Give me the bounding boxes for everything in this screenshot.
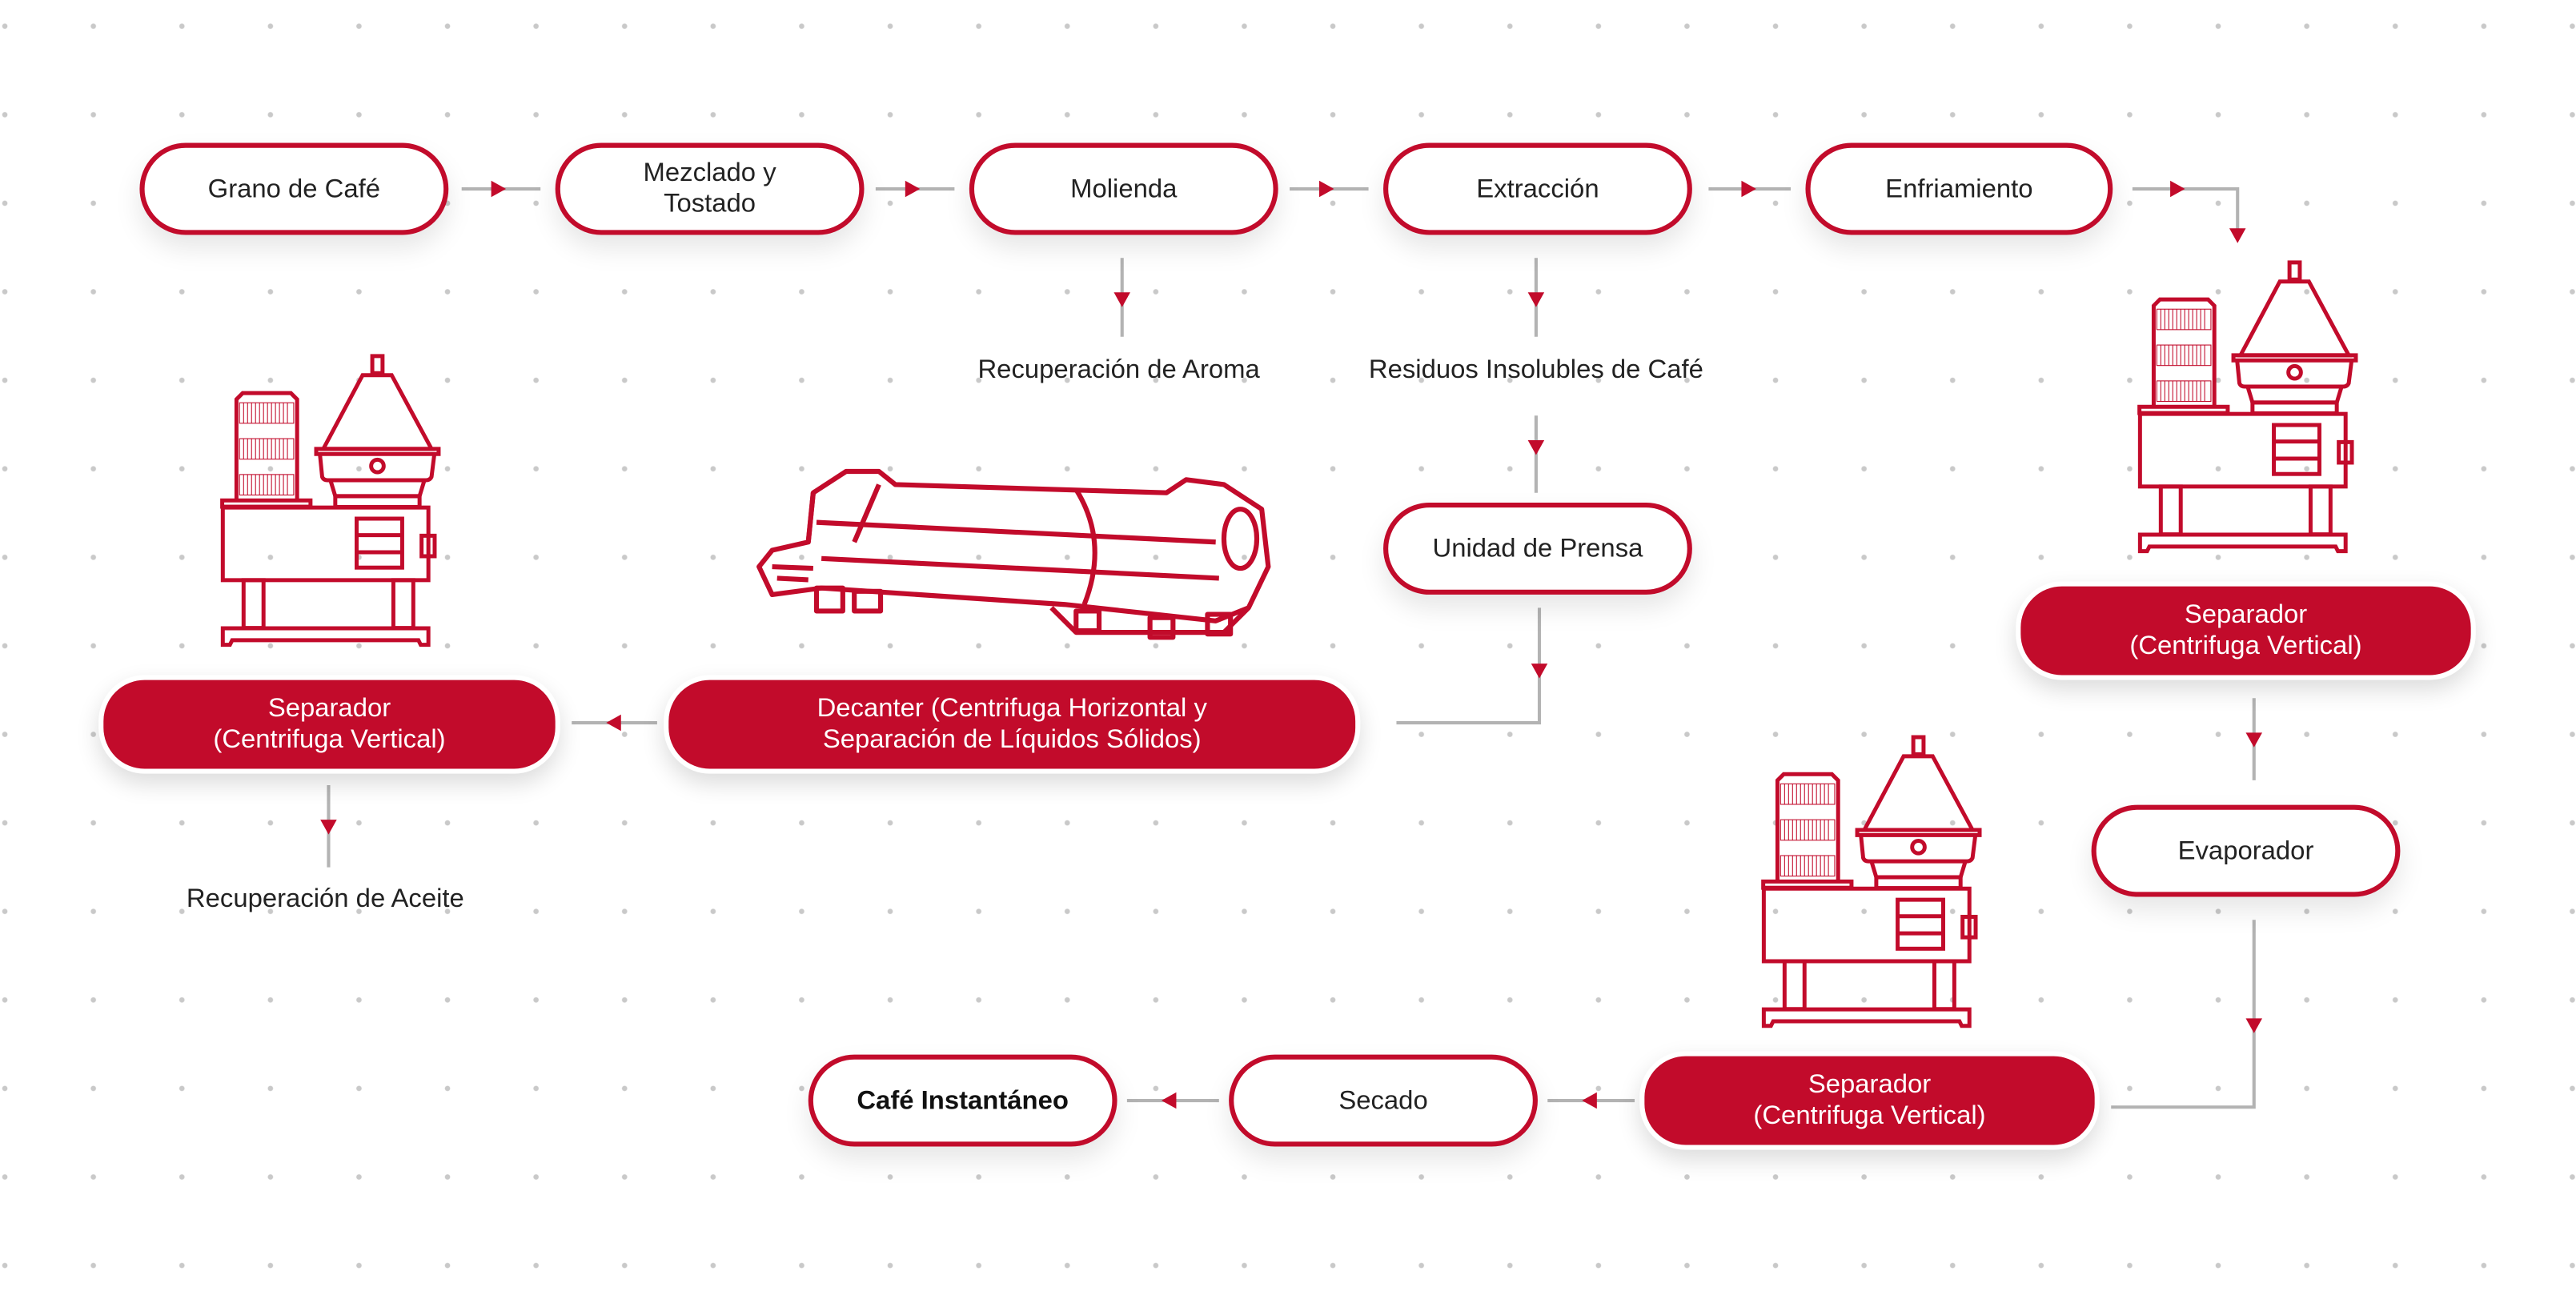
node-label: Unidad de Prensa: [1432, 535, 1643, 563]
node-label: (Centrifuga Vertical): [2129, 632, 2362, 661]
node-label: Secado: [1338, 1086, 1428, 1115]
vertical-centrifuge-separator-icon: [1763, 737, 1980, 1026]
node-enfriamiento: Enfriamiento: [1805, 142, 2113, 235]
node-label: Separador: [1808, 1071, 1932, 1099]
node-label: Separador: [2184, 601, 2308, 630]
node-label: Mezclado y: [643, 159, 776, 187]
label-residuos-insolubles: Residuos Insolubles de Café: [1368, 356, 1703, 385]
node-label: Separador: [267, 695, 391, 724]
horizontal-decanter-centrifuge-icon: [756, 468, 1271, 640]
node-extraccion: Extracción: [1383, 142, 1692, 235]
node-label: Decanter (Centrifuga Horizontal y: [817, 695, 1207, 724]
node-molienda: Molienda: [969, 142, 1278, 235]
node-unidad-prensa: Unidad de Prensa: [1383, 503, 1692, 595]
label-recuperacion-aceite: Recuperación de Aceite: [186, 885, 464, 914]
node-separador-right: Separador(Centrifuga Vertical): [2016, 581, 2476, 680]
node-secado: Secado: [1229, 1054, 1538, 1147]
node-label: Evaporador: [2177, 836, 2314, 865]
node-evaporador: Evaporador: [2091, 804, 2401, 897]
vertical-centrifuge-separator-icon: [223, 356, 439, 645]
node-label: Café Instantáneo: [857, 1086, 1069, 1115]
node-label: Tostado: [664, 190, 756, 219]
node-label: Extracción: [1476, 174, 1599, 203]
node-grano-de-cafe: Grano de Café: [139, 142, 449, 235]
node-separador-bottom: Separador (Centrifuga Vertical): [1639, 1051, 2100, 1150]
node-mezclado-tostado: Mezclado y Tostado: [555, 142, 865, 235]
node-label: Enfriamiento: [1885, 174, 2033, 203]
label-recuperacion-aroma: Recuperación de Aroma: [977, 356, 1260, 385]
node-label: (Centrifuga Vertical): [1753, 1102, 1986, 1130]
node-label: Molienda: [1070, 174, 1178, 203]
node-cafe-instantaneo: Café Instantáneo: [808, 1054, 1117, 1147]
vertical-centrifuge-separator-icon: [2140, 263, 2356, 551]
node-separador-left: Separador(Centrifuga Vertical): [98, 675, 560, 774]
node-label: (Centrifuga Vertical): [213, 726, 446, 755]
node-label: Grano de Café: [207, 174, 381, 203]
node-label: Separación de Líquidos Sólidos): [822, 726, 1202, 755]
